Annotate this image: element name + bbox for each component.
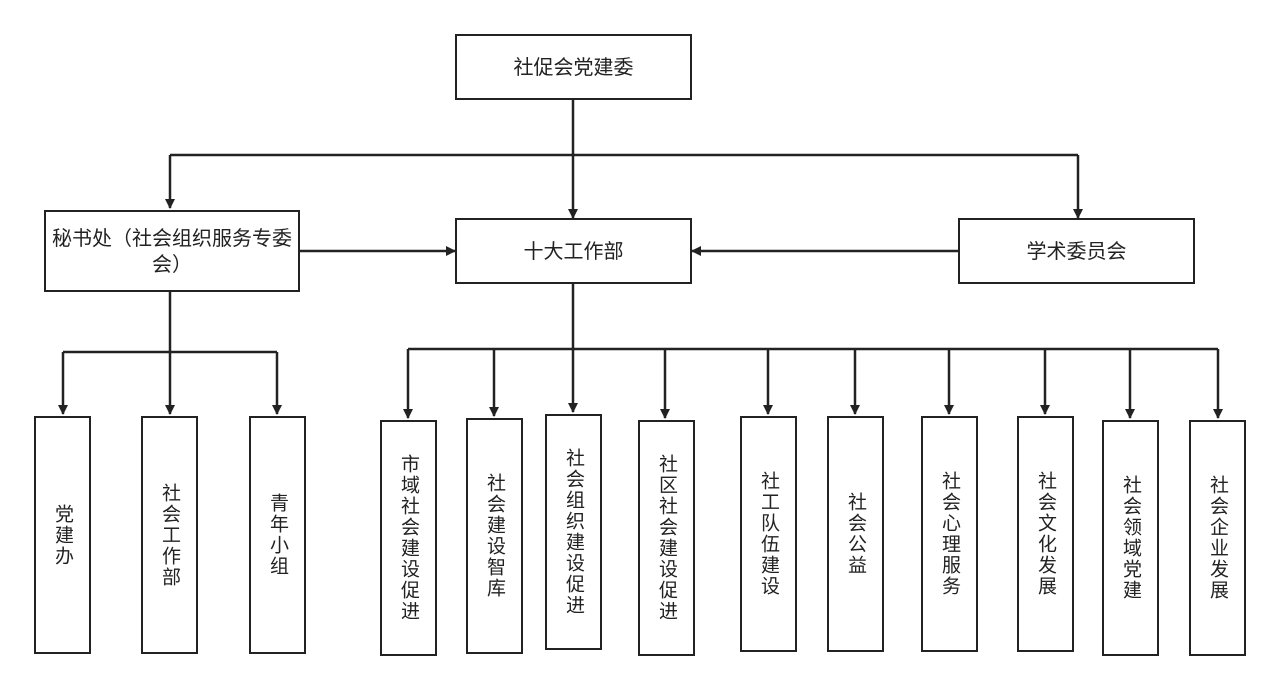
root-node: 社促会党建委 (455, 34, 692, 100)
department-label: 社会组织建设促进 (563, 448, 585, 616)
department-node: 社会文化发展 (1017, 416, 1074, 652)
department-label: 社会文化发展 (1035, 471, 1057, 597)
department-label: 社会建设智库 (484, 473, 506, 599)
left-child-label: 党建办 (52, 503, 74, 567)
department-node: 社会公益 (827, 416, 884, 652)
department-label: 社会领域党建 (1120, 475, 1142, 601)
department-node: 社工队伍建设 (740, 416, 797, 652)
secretariat-node-label: 秘书处（社会组织服务专委会） (52, 226, 292, 276)
department-node: 社会组织建设促进 (545, 414, 602, 650)
department-node: 社会企业发展 (1189, 420, 1246, 656)
department-node: 社会领域党建 (1102, 420, 1159, 656)
department-node: 社区社会建设促进 (638, 420, 695, 656)
department-node: 市域社会建设促进 (380, 420, 437, 656)
left-child-label: 社会工作部 (159, 482, 181, 588)
department-label: 社会企业发展 (1207, 475, 1229, 601)
left-child-node: 党建办 (34, 416, 91, 654)
left-child-label: 青年小组 (267, 493, 289, 577)
department-label: 社工队伍建设 (758, 471, 780, 597)
left-child-node: 社会工作部 (141, 416, 198, 654)
department-label: 市域社会建设促进 (398, 454, 420, 622)
center-node: 十大工作部 (455, 218, 692, 284)
academic-node-label: 学术委员会 (1026, 239, 1127, 263)
department-label: 社会心理服务 (939, 471, 961, 597)
department-label: 社区社会建设促进 (656, 454, 678, 622)
root-node-label: 社促会党建委 (513, 55, 634, 79)
academic-node: 学术委员会 (958, 218, 1195, 284)
department-node: 社会心理服务 (921, 416, 978, 652)
secretariat-node: 秘书处（社会组织服务专委会） (44, 210, 300, 292)
center-node-label: 十大工作部 (523, 239, 624, 263)
department-node: 社会建设智库 (466, 418, 523, 654)
department-label: 社会公益 (845, 492, 867, 576)
left-child-node: 青年小组 (249, 416, 306, 654)
